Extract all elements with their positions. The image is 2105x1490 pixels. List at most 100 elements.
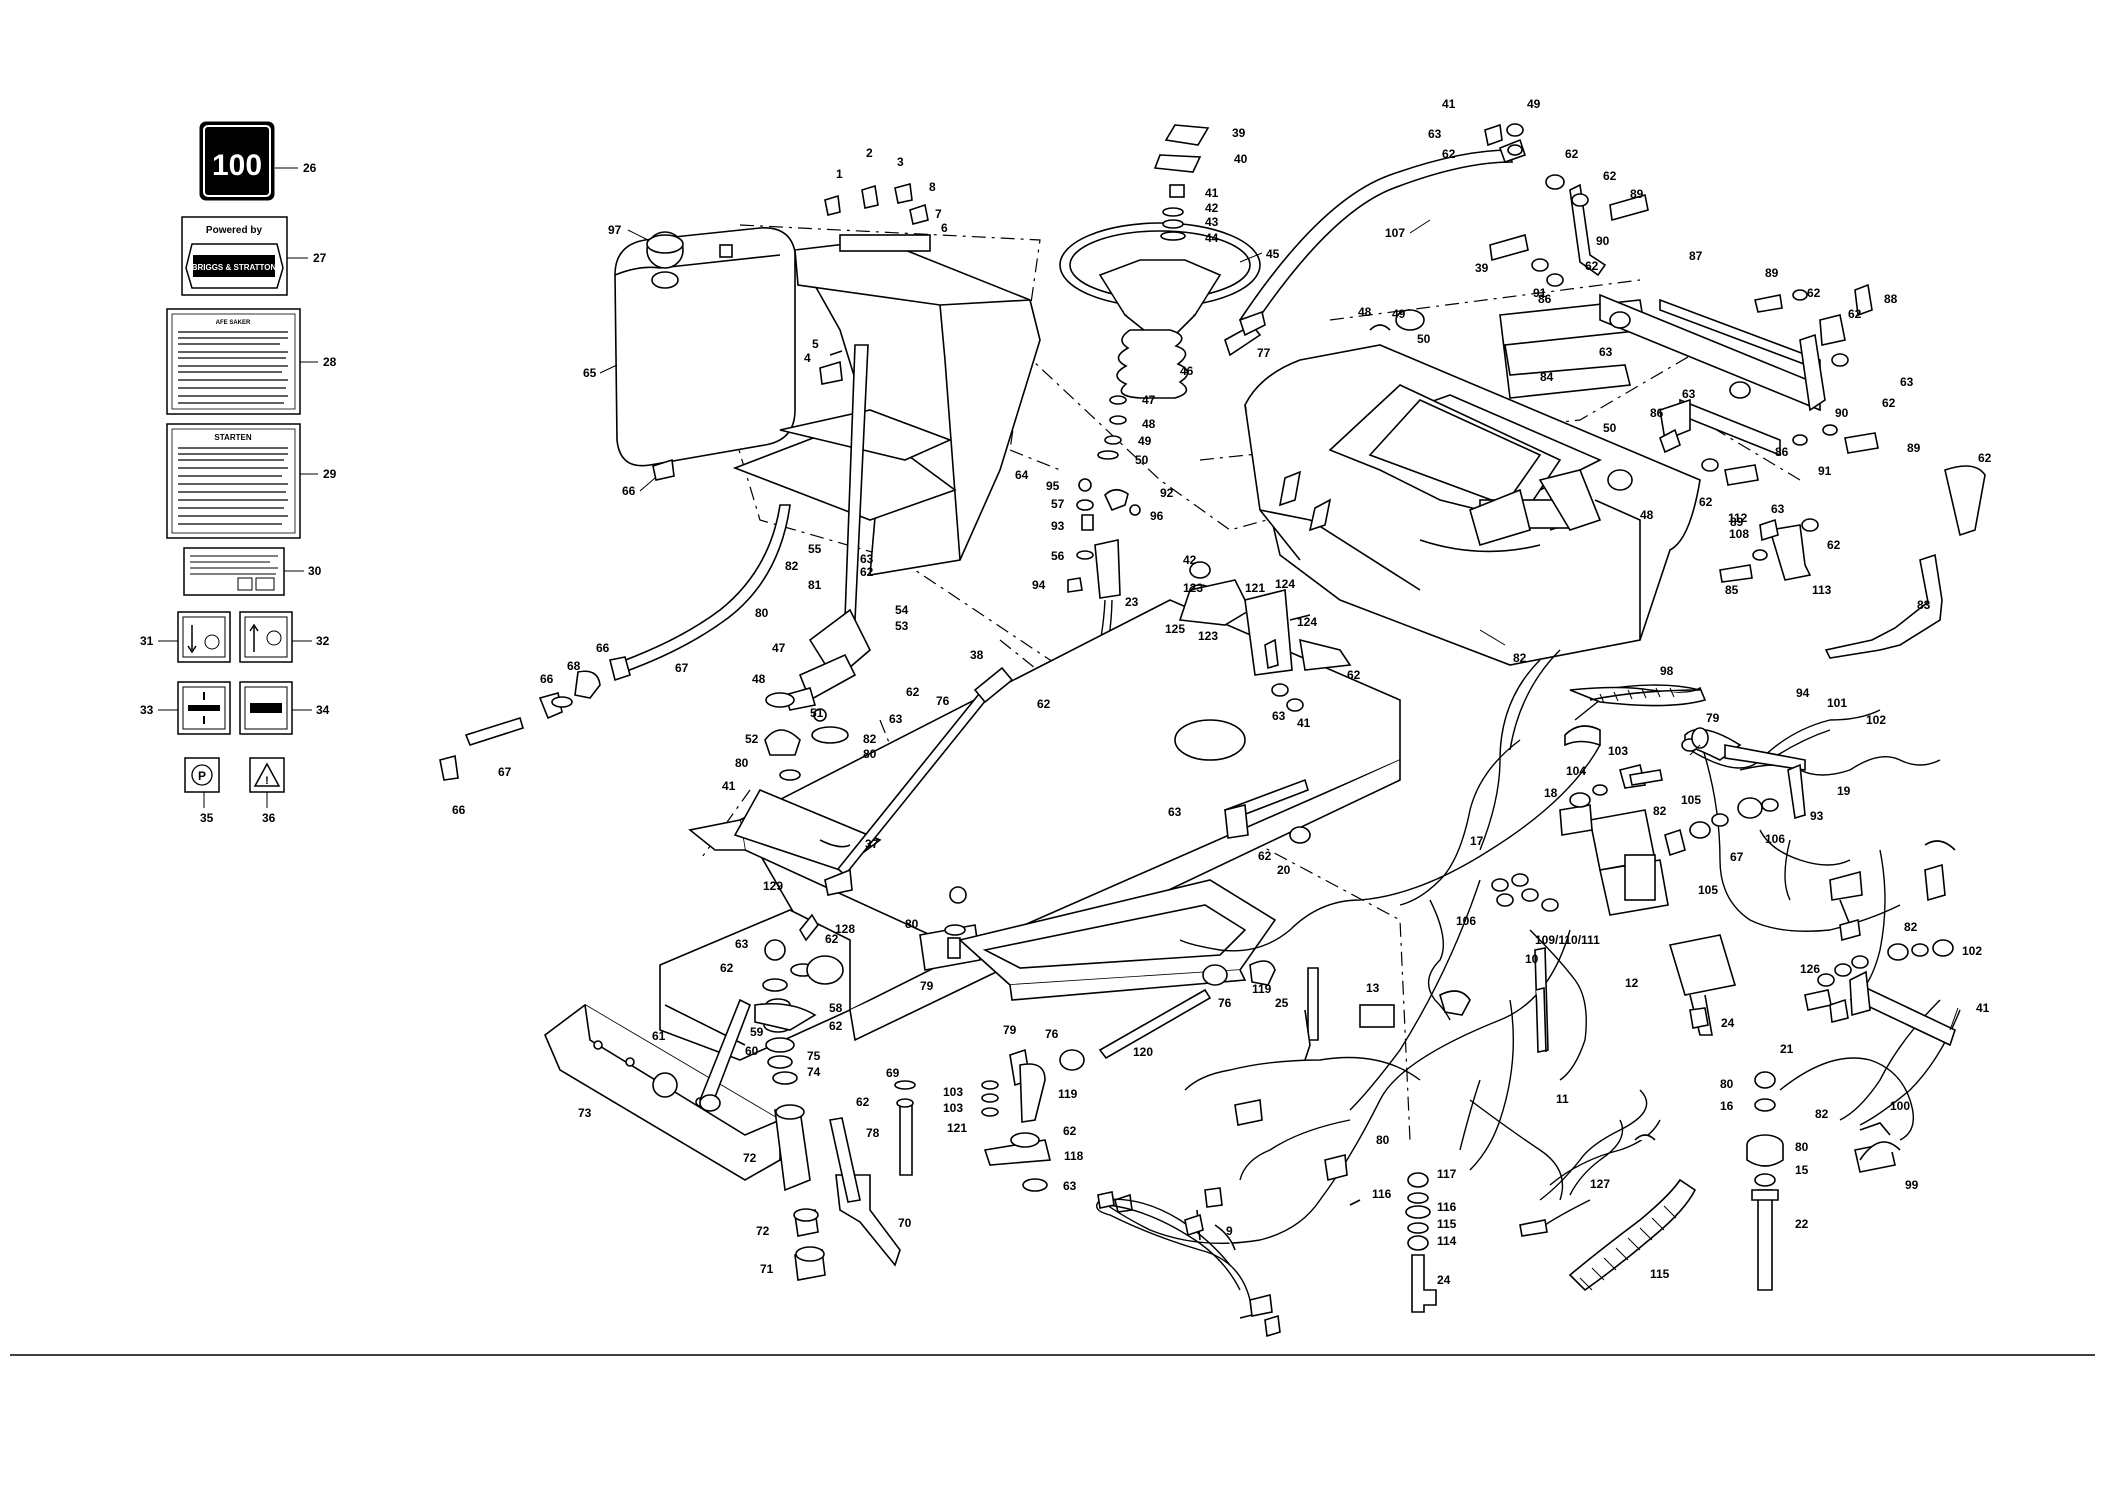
callout: 48 [1142,417,1156,431]
electrical-components [1114,686,1806,1317]
callout: 62 [1882,396,1896,410]
callout: 82 [1653,804,1667,818]
callout: 87 [1689,249,1703,263]
callout: 43 [1205,215,1219,229]
callout: 62 [825,932,839,946]
callout: 63 [1063,1179,1077,1193]
callout: 53 [895,619,909,633]
callout: 72 [743,1151,757,1165]
callout: 66 [540,672,554,686]
conduit-127 [1568,1178,1697,1292]
callout: 21 [1780,1042,1794,1056]
callout: 50 [1417,332,1431,346]
callout: 63 [1599,345,1613,359]
callout: 94 [1796,686,1810,700]
callout: 25 [1275,996,1289,1010]
callout: 88 [1884,292,1898,306]
callout: 45 [1266,247,1280,261]
warning-symbol: ! [265,775,269,787]
callout: 124 [1275,577,1295,591]
callout: 93 [1051,519,1065,533]
callout: 118 [1064,1149,1084,1163]
callout: 24 [1437,1273,1451,1287]
callout: 30 [308,564,322,578]
callout: 79 [1706,711,1720,725]
callout: 8 [929,180,936,194]
callout: 73 [578,1106,592,1120]
callout: 124 [1297,615,1317,629]
callout: 127 [1590,1177,1610,1191]
callout: 123 [1183,581,1203,595]
callout: 28 [323,355,337,369]
callout: 106 [1765,832,1785,846]
tank-clip [652,458,675,481]
callout: 66 [596,641,610,655]
callout: 62 [1347,668,1361,682]
callout: 62 [1699,495,1713,509]
callout: 86 [1538,292,1552,306]
relay-12 [1668,934,1737,996]
callout: 84 [1540,370,1554,384]
rating-plate-decal [183,547,285,596]
callout: 50 [1135,453,1149,467]
callout: 101 [1827,696,1847,710]
callout: 69 [886,1066,900,1080]
callout: 3 [897,155,904,169]
callout: 51 [810,706,824,720]
callout: 50 [1603,421,1617,435]
callout: 66 [622,484,636,498]
callout: 121 [947,1121,967,1135]
callout: 11 [1556,1092,1569,1106]
callout: 89 [1630,187,1644,201]
callout: 107 [1385,226,1405,240]
steering-wheel-assembly [1059,124,1261,460]
pin-24 [1535,986,1547,1053]
callout: 62 [1063,1124,1077,1138]
dashboard-console [732,182,1041,576]
callout: 100 [1890,1099,1910,1113]
steering-boot [1116,329,1189,399]
callout: 76 [1218,996,1232,1010]
callout: 38 [970,648,984,662]
starting-title: STARTEN [214,433,251,442]
callout: 63 [735,937,749,951]
callout: 93 [1810,809,1824,823]
callout: 117 [1437,1167,1457,1181]
callout: 19 [1837,784,1851,798]
callout: 62 [1603,169,1617,183]
callout: 62 [1442,147,1456,161]
callout: 89 [1907,441,1921,455]
center-stack-114 [1405,1172,1437,1313]
callout: 58 [829,1001,843,1015]
callout: 92 [1160,486,1174,500]
callout: 119 [1252,982,1272,996]
callout: 70 [898,1216,912,1230]
callout: 41 [1976,1001,1990,1015]
callout: 80 [735,756,749,770]
callout: 62 [1827,538,1841,552]
callout: 65 [583,366,597,380]
callout: 41 [1205,186,1219,200]
callout: 72 [756,1224,770,1238]
callout: 62 [1848,307,1862,321]
callout: 112 [1728,511,1748,525]
callout: 90 [1835,406,1849,420]
hood-assembly [1244,344,1701,666]
callout: 63 [889,712,903,726]
model-badge-decal [199,121,275,201]
callout: 41 [1442,97,1456,111]
callout: 48 [1640,508,1654,522]
throttle-decal-31 [177,611,231,663]
callout: 80 [1795,1140,1809,1154]
callout: 62 [1258,849,1272,863]
callout: 62 [829,1019,843,1033]
callout: 102 [1866,713,1886,727]
hardware [1178,123,1879,844]
callout: 62 [856,1095,870,1109]
callout: 63 [1900,375,1914,389]
callout: 63 [860,552,874,566]
callout: 80 [755,606,769,620]
callout: 67 [498,765,512,779]
callout: 104 [1566,764,1586,778]
